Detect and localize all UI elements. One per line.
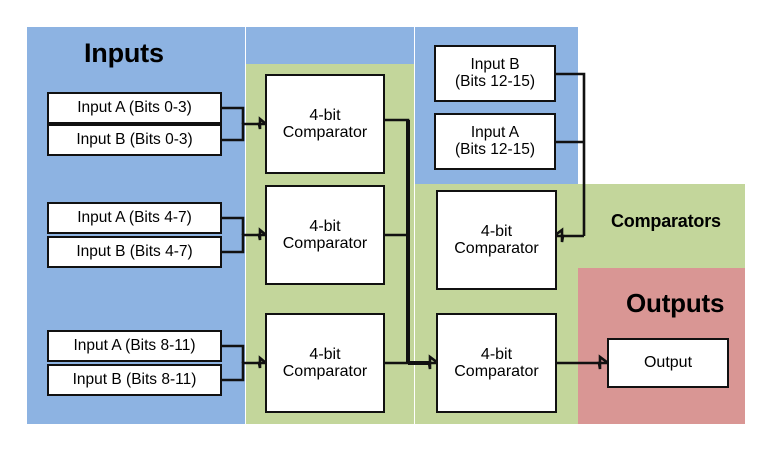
region-label-outputs: Outputs [626,288,725,318]
input-box-a-4-7[interactable]: Input A (Bits 4-7) [47,202,222,234]
input-box-a-0-3[interactable]: Input A (Bits 0-3) [47,92,222,124]
input-box-b-12-15[interactable]: Input B (Bits 12-15) [434,45,556,102]
input-box-b-4-7[interactable]: Input B (Bits 4-7) [47,236,222,268]
input-box-b-8-11[interactable]: Input B (Bits 8-11) [47,364,222,396]
region-inputs-top-mid [246,27,414,64]
comparator-box-4[interactable]: 4-bit Comparator [436,190,557,290]
region-label-inputs: Inputs [84,38,164,68]
comparator-box-2[interactable]: 4-bit Comparator [265,185,385,285]
input-box-a-12-15[interactable]: Input A (Bits 12-15) [434,113,556,170]
input-box-b-0-3[interactable]: Input B (Bits 0-3) [47,124,222,156]
comparator-box-1[interactable]: 4-bit Comparator [265,74,385,174]
region-label-comparators: Comparators [611,211,721,231]
input-box-a-8-11[interactable]: Input A (Bits 8-11) [47,330,222,362]
comparator-box-5[interactable]: 4-bit Comparator [436,313,557,413]
comparator-box-3[interactable]: 4-bit Comparator [265,313,385,413]
output-box[interactable]: Output [607,338,729,388]
region-comparators-legend [578,184,745,268]
